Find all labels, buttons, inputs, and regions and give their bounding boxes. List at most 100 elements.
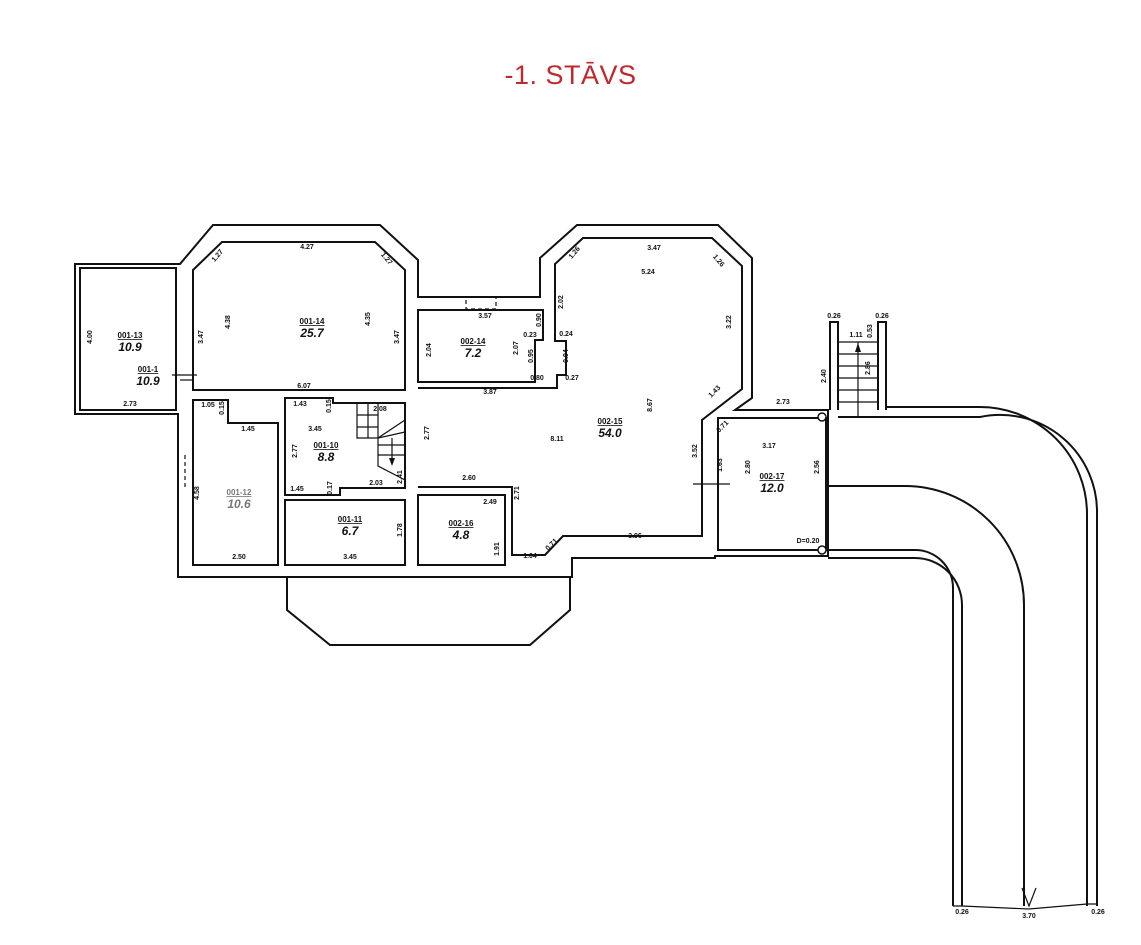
- dimension-label: 1.26: [568, 245, 582, 260]
- dimension-label: 4.35: [365, 312, 372, 326]
- dimension-label: 1.27: [379, 252, 393, 267]
- room-id: 001-12: [227, 488, 252, 497]
- room-area: 7.2: [465, 346, 482, 360]
- floor-title: -1. STĀVS: [504, 60, 637, 90]
- dimension-label: 2.50: [232, 554, 246, 561]
- dimension-label: 0.71: [545, 538, 560, 553]
- room-id: 001-14: [300, 317, 325, 326]
- entry-stairs: [829, 321, 887, 416]
- dimension-label: 0.24: [559, 331, 573, 338]
- dimension-label: 1.26: [711, 254, 725, 269]
- dimension-label: 2.77: [424, 426, 431, 440]
- dimension-label: 1.91: [494, 542, 501, 556]
- arrow-down-icon: [389, 458, 395, 466]
- dimension-label: 3.57: [478, 313, 492, 320]
- arrow-up-icon: [855, 343, 861, 352]
- bay-window: [286, 577, 571, 646]
- dimension-label: 2.07: [513, 341, 520, 355]
- outer-wall: [74, 224, 829, 578]
- room-labels: 001-1310.9001-110.9001-1425.7002-147.200…: [118, 317, 785, 542]
- dimension-label: 0.17: [327, 481, 334, 495]
- dimension-label: 2.60: [462, 475, 476, 482]
- dimension-label: 3.45: [343, 554, 357, 561]
- room-id: 002-14: [461, 337, 486, 346]
- room-id: 002-17: [760, 472, 785, 481]
- room-area: 25.7: [299, 326, 325, 340]
- dimension-label: 2.03: [369, 480, 383, 487]
- dimension-label: 2.77: [292, 444, 299, 458]
- dimension-label: 1.45: [290, 486, 304, 493]
- column-marker: [817, 545, 827, 555]
- walls: [74, 224, 829, 646]
- dimension-label: 2.41: [397, 470, 404, 484]
- dimension-label: 6.07: [297, 383, 311, 390]
- room-002-15-outline: [418, 237, 743, 556]
- room-002-16-outline: [417, 494, 506, 566]
- dimension-label: 8.67: [647, 398, 654, 412]
- dimension-label: 0.94: [563, 349, 570, 363]
- dimension-label: 4.00: [87, 330, 94, 344]
- dimension-label: 0.26: [827, 313, 841, 320]
- dimension-label: 1.45: [241, 426, 255, 433]
- dimension-label: 4.38: [225, 315, 232, 329]
- dimension-label: 3.87: [483, 389, 497, 396]
- dimension-label: D=0.20: [797, 538, 820, 545]
- dimension-label: 3.70: [1022, 913, 1036, 920]
- dimension-label: 0.95: [528, 349, 535, 363]
- arrow-down-icon: [1021, 887, 1037, 908]
- room-area: 54.0: [598, 426, 622, 440]
- dimension-label: 3.47: [647, 245, 661, 252]
- room-id: 002-16: [449, 519, 474, 528]
- dimension-label: 2.40: [821, 369, 828, 383]
- dimension-label: 0.23: [523, 332, 537, 339]
- room-area: 10.9: [136, 374, 160, 388]
- room-001-13-outline: [79, 267, 177, 411]
- dimension-label: 2.04: [426, 343, 433, 357]
- room-area: 4.8: [452, 528, 470, 542]
- dimension-label: 3.47: [394, 330, 401, 344]
- dimension-label: 0.80: [530, 375, 544, 382]
- dimension-label: 0.26: [875, 313, 889, 320]
- dimension-label: 3.47: [198, 330, 205, 344]
- dimension-label: 5.24: [641, 269, 655, 276]
- dimension-label: 0.26: [955, 909, 969, 916]
- room-id: 001-11: [338, 515, 363, 524]
- room-area: 12.0: [760, 481, 784, 495]
- dimension-label: 2.73: [776, 399, 790, 406]
- dimension-label: 2.02: [558, 295, 565, 309]
- dimension-label: 3.45: [308, 426, 322, 433]
- dimension-label: 3.22: [726, 315, 733, 329]
- dimension-label: 2.86: [865, 361, 872, 375]
- room-area: 6.7: [342, 524, 360, 538]
- room-area: 8.8: [318, 450, 335, 464]
- room-001-10-outline: [284, 397, 406, 496]
- dimension-label: 2.80: [745, 460, 752, 474]
- dimension-label: 0.53: [867, 324, 874, 338]
- room-001-14-outline: [192, 241, 406, 391]
- dimension-label: 0.15: [326, 399, 333, 413]
- room-id: 002-15: [598, 417, 623, 426]
- room-area: 10.6: [227, 497, 251, 511]
- room-id: 001-13: [118, 331, 143, 340]
- dimension-label: 1.11: [849, 332, 862, 339]
- dimension-label: 2.49: [483, 499, 497, 506]
- dimension-label: 1.04: [523, 553, 537, 560]
- dimension-label: 2.08: [373, 406, 387, 413]
- interior-stairs: [356, 403, 406, 481]
- dimension-label: 2.71: [514, 486, 521, 500]
- room-id: 001-1: [138, 365, 159, 374]
- dimension-label: 3.17: [762, 443, 776, 450]
- dimension-label: 1.05: [201, 402, 215, 409]
- dimension-label: 4.58: [194, 486, 201, 500]
- dimension-label: 1.43: [708, 385, 723, 400]
- ramp: [828, 406, 1099, 910]
- room-001-12-outline: [192, 399, 279, 566]
- dimension-label: 2.56: [814, 460, 821, 474]
- dimension-label: 0.15: [219, 401, 226, 415]
- room-area: 10.9: [118, 340, 142, 354]
- room-001-11-outline: [284, 499, 406, 566]
- dimension-label: 3.96: [628, 533, 642, 540]
- dimension-label: 1.43: [293, 401, 307, 408]
- dimension-label: 0.90: [536, 313, 543, 327]
